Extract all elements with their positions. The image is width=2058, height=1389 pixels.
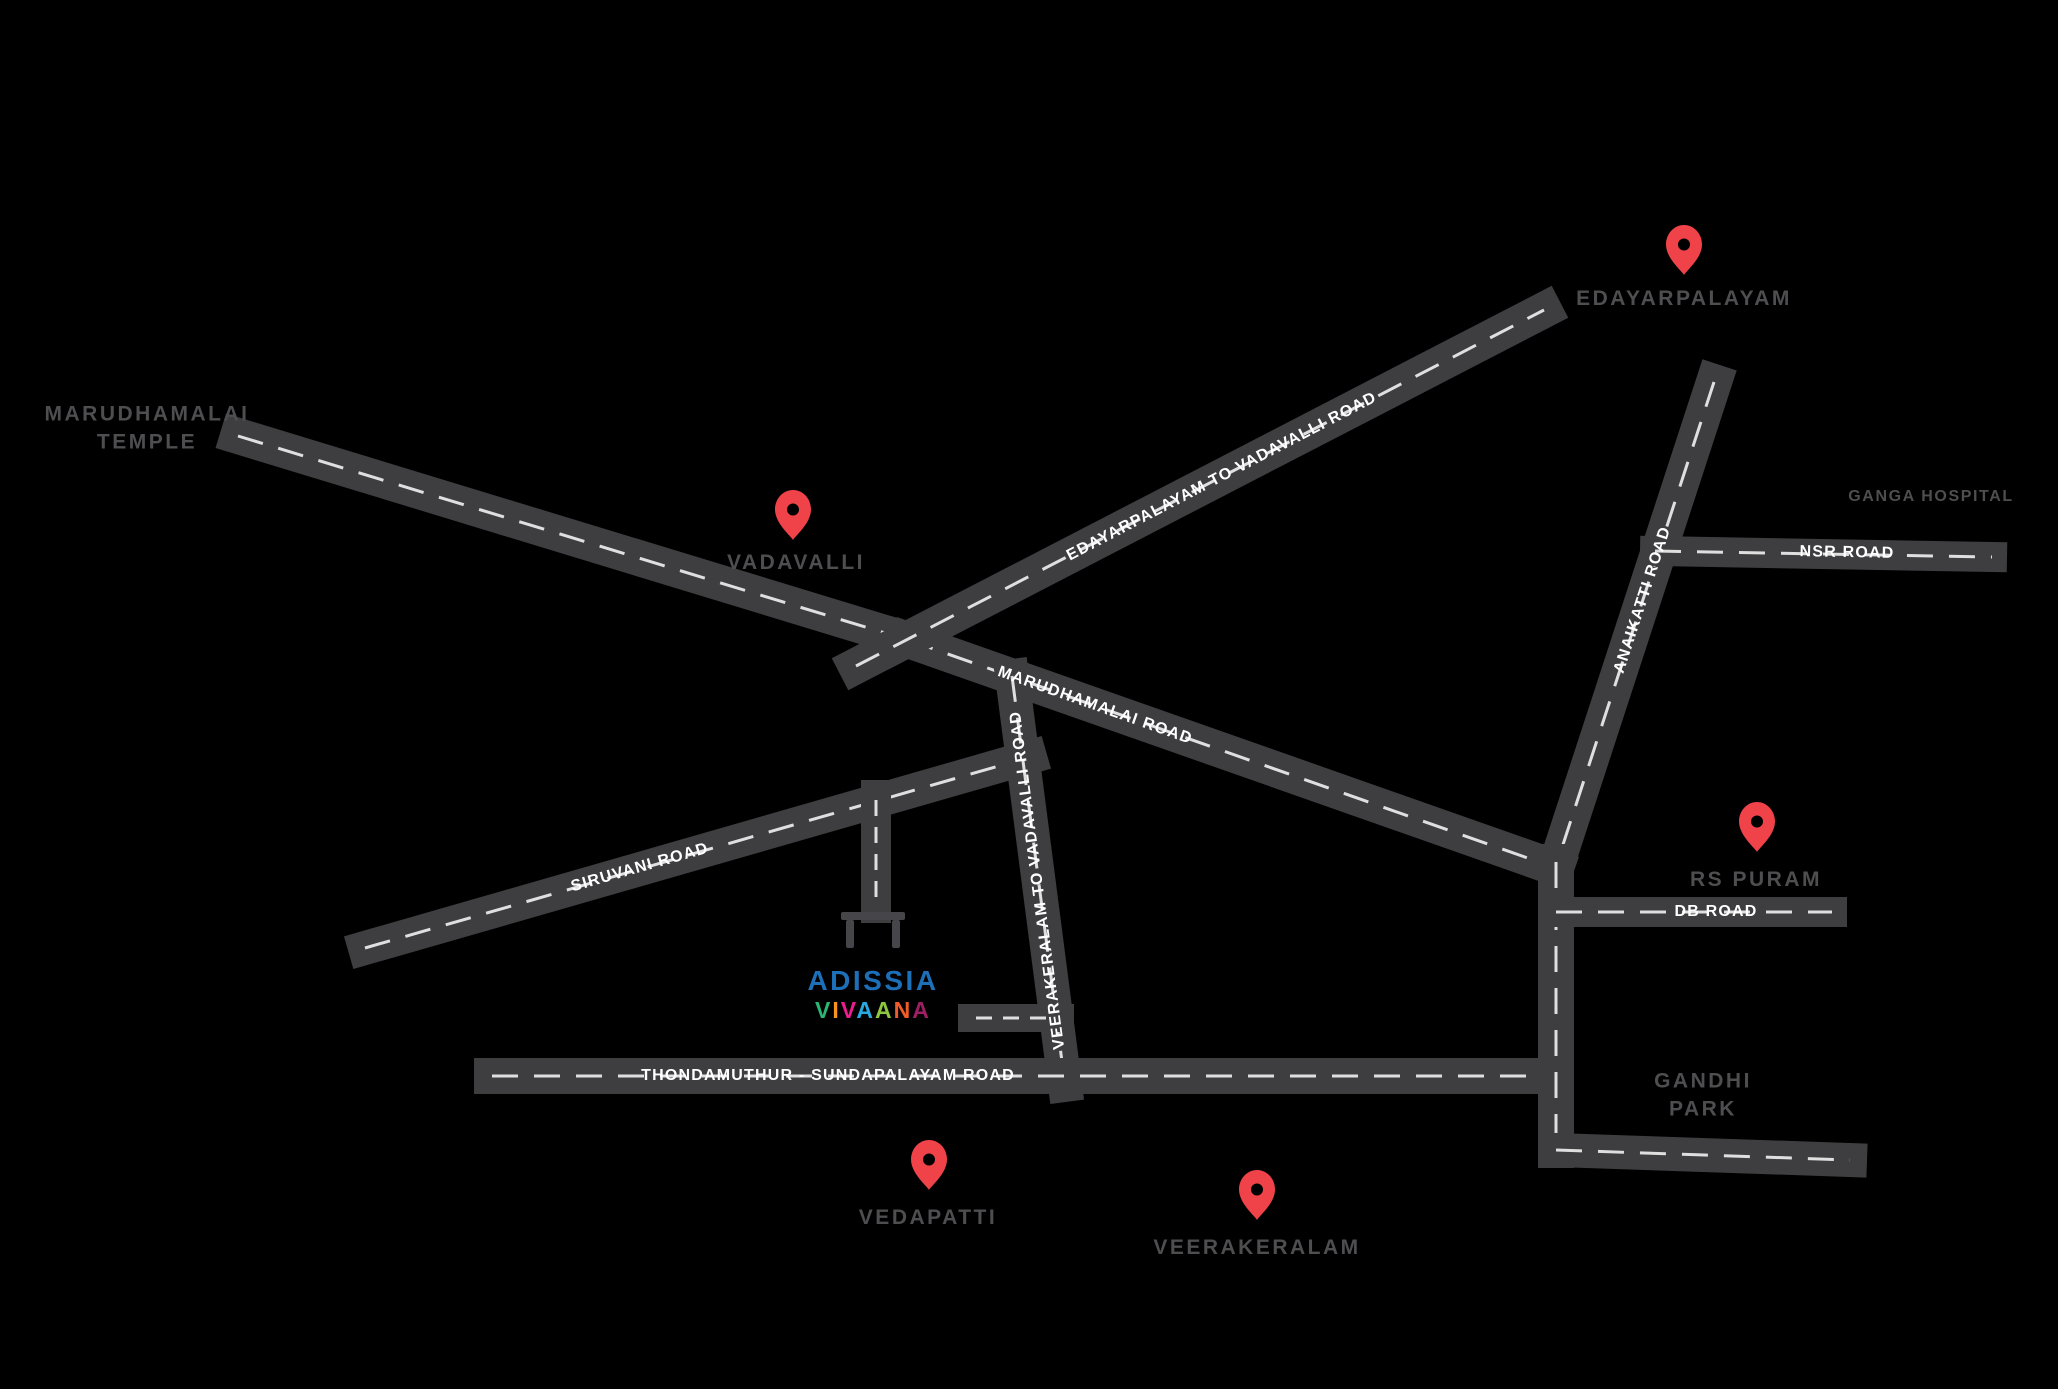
place-label-line: PARK (1669, 1098, 1737, 1121)
logo-tagline-letter: V (815, 996, 833, 1023)
gate-icon (841, 912, 905, 948)
place-label-line: TEMPLE (96, 431, 198, 454)
logo-tagline-letter: A (875, 996, 894, 1023)
road-anaikatti (1533, 359, 1737, 889)
place-label-line: GANDHI (1654, 1069, 1752, 1093)
place-label-marudhamalai-temple: MARUDHAMALAI TEMPLE (45, 401, 250, 458)
logo-tagline-letter: N (893, 996, 913, 1023)
logo-name: ADISSIA (807, 965, 939, 996)
place-label-veerakeralam: VEERAKERALAM (1153, 1235, 1361, 1259)
road-label-nsr: NSR ROAD (1799, 543, 1895, 562)
pin-edayarpalayam (1666, 225, 1702, 275)
logo-tagline-letter: A (856, 996, 876, 1023)
road-marudhamalai-upper (215, 413, 931, 663)
place-label-gandhi-park: GANDHI PARK (1654, 1068, 1752, 1125)
place-label-line: MARUDHAMALAI (44, 402, 250, 426)
place-label-ganga-hospital: GANGA HOSPITAL (1848, 488, 2014, 506)
road-gandhi-park-horizontal (1538, 1132, 1868, 1178)
road-edayarpalayam-to-vadavalli (831, 285, 1569, 691)
pin-rs-puram (1739, 802, 1775, 852)
road-siruvani (343, 735, 1052, 970)
pin-vedapatti (911, 1140, 947, 1190)
place-label-rs-puram: RS PURAM (1689, 867, 1823, 891)
logo-tagline-letter: I (832, 996, 841, 1023)
place-label-vadavalli: VADAVALLI (727, 550, 865, 574)
logo-tagline: VIVAANA (807, 996, 938, 1023)
pin-veerakeralam (1239, 1170, 1275, 1220)
road-label-thondamuthur-sundapalayam: THONDAMUTHUR - SUNDAPALAYAM ROAD (641, 1067, 1015, 1084)
pin-vadavalli (775, 490, 811, 540)
place-label-vedapatti: VEDAPATTI (858, 1205, 998, 1229)
place-label-edayarpalayam: EDAYARPALAYAM (1576, 286, 1792, 310)
road-nsr (1639, 535, 2008, 573)
road-label-db: DB ROAD (1674, 903, 1758, 920)
project-logo: ADISSIA VIVAANA (807, 965, 939, 1023)
logo-tagline-letter: V (840, 996, 857, 1023)
logo-tagline-letter: A (912, 996, 931, 1023)
roads-layer (215, 285, 2008, 1178)
